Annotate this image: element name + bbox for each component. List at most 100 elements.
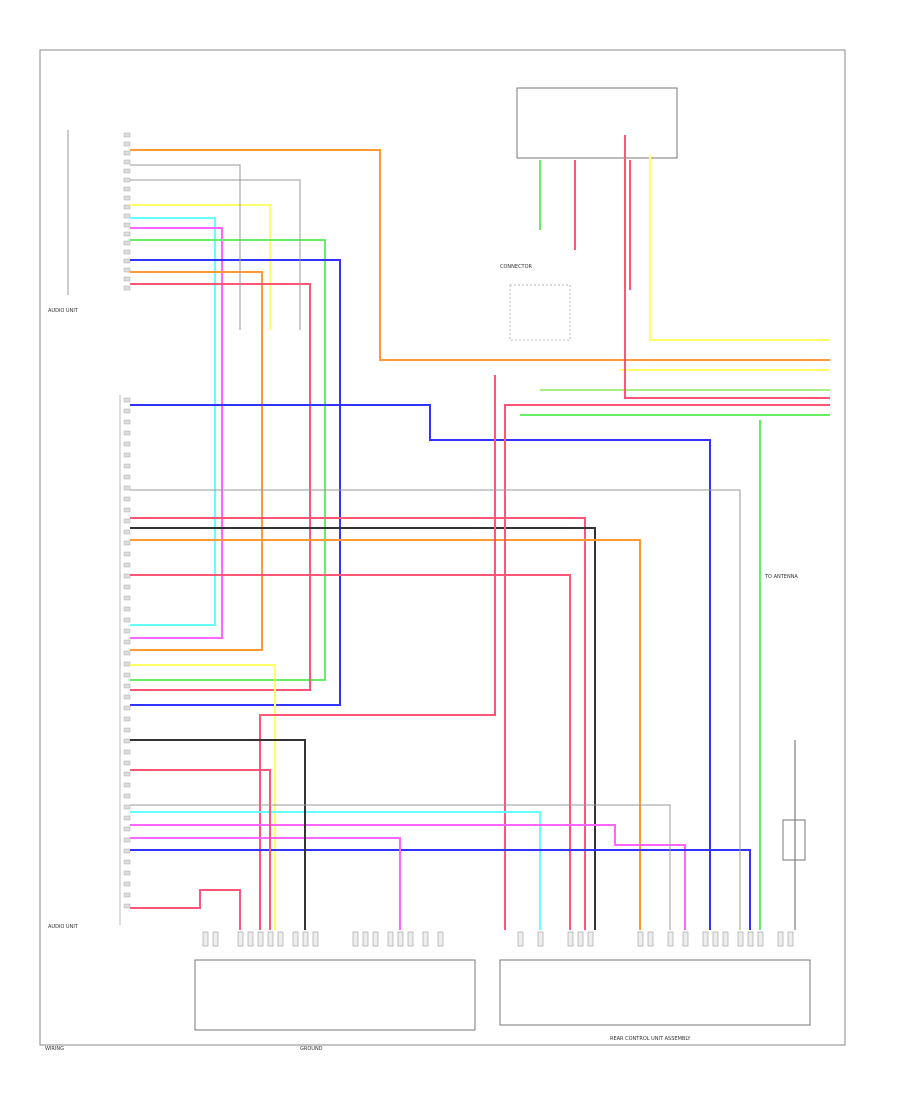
connector-pin bbox=[123, 870, 131, 876]
wire-gray-32 bbox=[130, 804, 671, 930]
wire-blue-5 bbox=[130, 259, 341, 706]
wire-pink-3 bbox=[130, 227, 223, 639]
terminal-stub bbox=[312, 931, 319, 947]
wire-orange-11 bbox=[130, 539, 641, 930]
connector-pin bbox=[123, 628, 131, 634]
connector-pin bbox=[123, 213, 131, 219]
terminal-stub bbox=[362, 931, 369, 947]
connector-pin bbox=[123, 584, 131, 590]
connector-pin bbox=[123, 760, 131, 766]
terminal-stub bbox=[647, 931, 654, 947]
connector-pin bbox=[123, 496, 131, 502]
connector-pin bbox=[123, 727, 131, 733]
connector-pin bbox=[123, 463, 131, 469]
connector-pin bbox=[123, 195, 131, 201]
connector-pin bbox=[123, 540, 131, 546]
wire-orange-6 bbox=[130, 271, 263, 651]
connector-pin bbox=[123, 793, 131, 799]
connector-pin bbox=[123, 168, 131, 174]
connector-pin bbox=[123, 859, 131, 865]
lower-connector-pins bbox=[123, 397, 131, 909]
antenna-module bbox=[782, 819, 806, 861]
wire-red-18 bbox=[624, 135, 830, 399]
connector-pin bbox=[123, 573, 131, 579]
connector-pin bbox=[123, 606, 131, 612]
connector-pin bbox=[123, 892, 131, 898]
connector-pin bbox=[123, 837, 131, 843]
wire-gray-29 bbox=[130, 489, 741, 930]
connector-pin bbox=[123, 159, 131, 165]
terminal-stub bbox=[682, 931, 689, 947]
terminal-stub bbox=[422, 931, 429, 947]
wire-red-7 bbox=[130, 283, 311, 691]
wire-yellow-13 bbox=[130, 664, 276, 930]
wire-red-12 bbox=[130, 574, 571, 930]
terminal-stub bbox=[247, 931, 254, 947]
connector-pin bbox=[123, 186, 131, 192]
terminal-stub bbox=[407, 931, 414, 947]
upper-connector-pins bbox=[123, 132, 131, 291]
terminal-stub bbox=[702, 931, 709, 947]
terminal-stub bbox=[257, 931, 264, 947]
terminal-stub bbox=[237, 931, 244, 947]
wire-green-4 bbox=[130, 239, 326, 681]
terminal-stubs bbox=[202, 931, 794, 947]
connector-pin bbox=[123, 529, 131, 535]
wire-red-9 bbox=[130, 517, 586, 930]
wire-blue-23 bbox=[130, 849, 751, 930]
rear-control-box bbox=[499, 959, 811, 1026]
wire-red-26 bbox=[130, 889, 241, 930]
terminal-stub bbox=[517, 931, 524, 947]
terminal-stub bbox=[577, 931, 584, 947]
wire-yellow-20 bbox=[649, 155, 830, 341]
wire-red-28 bbox=[130, 769, 271, 930]
wire-black-27 bbox=[130, 739, 306, 930]
top-module-box bbox=[516, 87, 678, 159]
connector-pin bbox=[123, 617, 131, 623]
junction-connector bbox=[509, 284, 571, 341]
connector-pin bbox=[123, 661, 131, 667]
terminal-stub bbox=[567, 931, 574, 947]
connector-pin bbox=[123, 595, 131, 601]
connector-pin bbox=[123, 672, 131, 678]
diagram-frame bbox=[39, 49, 846, 1046]
terminal-stub bbox=[302, 931, 309, 947]
terminal-stub bbox=[397, 931, 404, 947]
connector-pin bbox=[123, 249, 131, 255]
terminal-stub bbox=[757, 931, 764, 947]
connector-pin bbox=[123, 419, 131, 425]
terminal-stub bbox=[737, 931, 744, 947]
connector-pin bbox=[123, 815, 131, 821]
terminal-stub bbox=[587, 931, 594, 947]
terminal-stub bbox=[212, 931, 219, 947]
label-audio-unit-bottom: AUDIO UNIT bbox=[48, 924, 79, 930]
connector-pin bbox=[123, 826, 131, 832]
label-footer-center: GROUND bbox=[300, 1046, 323, 1052]
connector-pin bbox=[123, 474, 131, 480]
wire-gray-31 bbox=[130, 179, 301, 330]
connector-pin bbox=[123, 204, 131, 210]
wire-harness bbox=[130, 135, 830, 930]
connector-pin bbox=[123, 430, 131, 436]
connector-pin bbox=[123, 551, 131, 557]
connector-pin bbox=[123, 452, 131, 458]
wire-blue-8 bbox=[130, 404, 711, 930]
terminal-stub bbox=[722, 931, 729, 947]
wire-yellow-1 bbox=[130, 204, 271, 330]
connector-pin bbox=[123, 804, 131, 810]
wire-red-15 bbox=[504, 404, 830, 930]
connector-pin bbox=[123, 141, 131, 147]
label-rear-control: REAR CONTROL UNIT ASSEMBLY bbox=[610, 1036, 691, 1042]
connector-pin bbox=[123, 749, 131, 755]
wire-red-14 bbox=[259, 375, 496, 930]
connector-pin bbox=[123, 694, 131, 700]
connector-pin bbox=[123, 518, 131, 524]
wire-black-10 bbox=[130, 527, 596, 930]
terminal-stub bbox=[712, 931, 719, 947]
wire-cyan-21 bbox=[130, 811, 541, 930]
connector-pin bbox=[123, 397, 131, 403]
connector-pin bbox=[123, 276, 131, 282]
connector-pin bbox=[123, 231, 131, 237]
connector-pin bbox=[123, 903, 131, 909]
